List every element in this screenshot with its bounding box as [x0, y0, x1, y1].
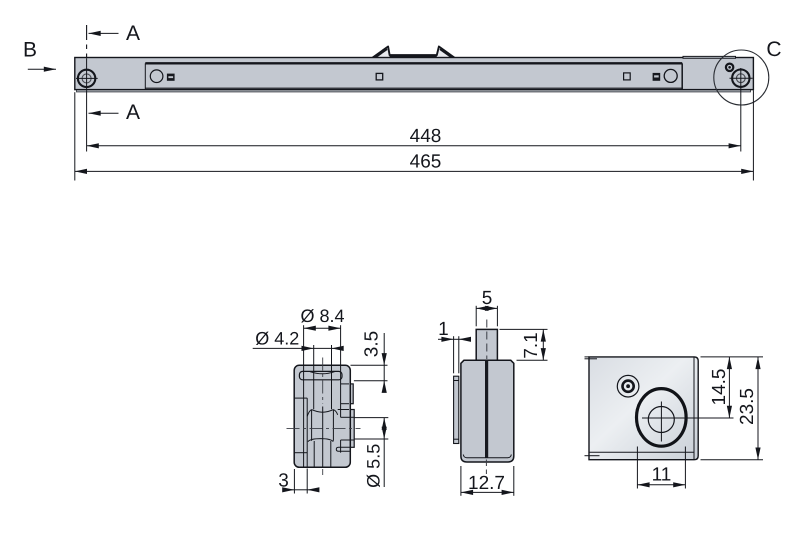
svg-text:11: 11: [652, 464, 672, 485]
svg-text:448: 448: [410, 126, 442, 147]
svg-text:7.1: 7.1: [521, 332, 542, 358]
svg-text:Ø 8.4: Ø 8.4: [300, 306, 344, 326]
svg-text:3: 3: [278, 471, 289, 492]
svg-text:23.5: 23.5: [737, 388, 758, 425]
svg-text:A: A: [126, 101, 140, 124]
svg-text:A: A: [126, 22, 140, 45]
svg-text:14.5: 14.5: [709, 369, 730, 406]
svg-text:3.5: 3.5: [362, 331, 383, 357]
svg-text:1: 1: [438, 319, 449, 340]
svg-text:C: C: [766, 38, 781, 61]
svg-text:Ø 5.5: Ø 5.5: [364, 444, 384, 488]
svg-text:465: 465: [410, 152, 442, 173]
svg-text:12.7: 12.7: [468, 473, 505, 494]
svg-text:5: 5: [482, 288, 493, 309]
svg-text:Ø 4.2: Ø 4.2: [255, 328, 299, 348]
svg-text:B: B: [23, 39, 37, 62]
